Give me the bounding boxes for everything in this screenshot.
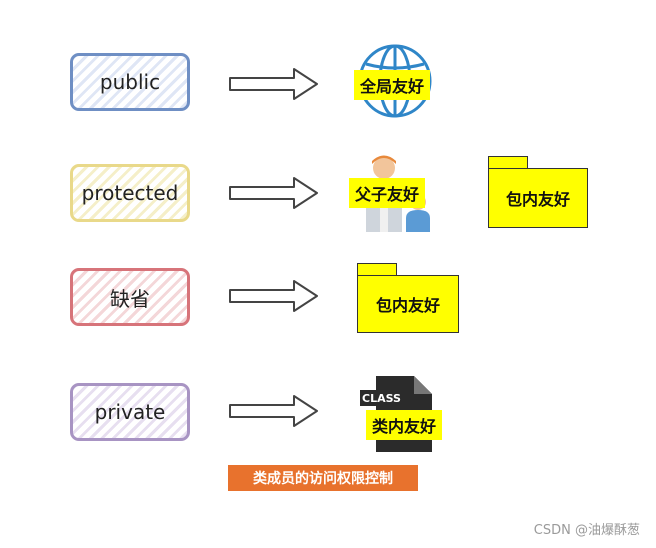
modifier-private-box: private xyxy=(70,383,190,441)
scope-parent-child-label: 父子友好 xyxy=(349,178,426,208)
diagram-caption: 类成员的访问权限控制 xyxy=(228,465,418,491)
hollow-arrow-icon xyxy=(229,68,318,100)
hollow-arrow-icon xyxy=(229,280,318,312)
modifier-public-box: public xyxy=(70,53,190,111)
scope-class-label: 类内友好 xyxy=(366,410,443,440)
scope-package-right-label: 包内友好 xyxy=(505,190,570,209)
folder-icon: 包内友好 xyxy=(488,156,588,228)
modifier-default-label: 缺省 xyxy=(110,286,150,311)
scope-package-label: 包内友好 xyxy=(375,296,440,315)
modifier-protected-label: protected xyxy=(81,181,179,205)
modifier-protected-box: protected xyxy=(70,164,190,222)
modifier-public-label: public xyxy=(99,70,161,94)
class-file-tag: CLASS xyxy=(362,392,401,405)
modifier-default-box: 缺省 xyxy=(70,268,190,326)
watermark: CSDN @油爆酥葱 xyxy=(533,523,640,538)
folder-icon: 包内友好 xyxy=(357,263,459,333)
scope-global-label: 全局友好 xyxy=(354,70,431,100)
hollow-arrow-icon xyxy=(229,395,318,427)
hollow-arrow-icon xyxy=(229,177,318,209)
modifier-private-label: private xyxy=(94,400,166,424)
